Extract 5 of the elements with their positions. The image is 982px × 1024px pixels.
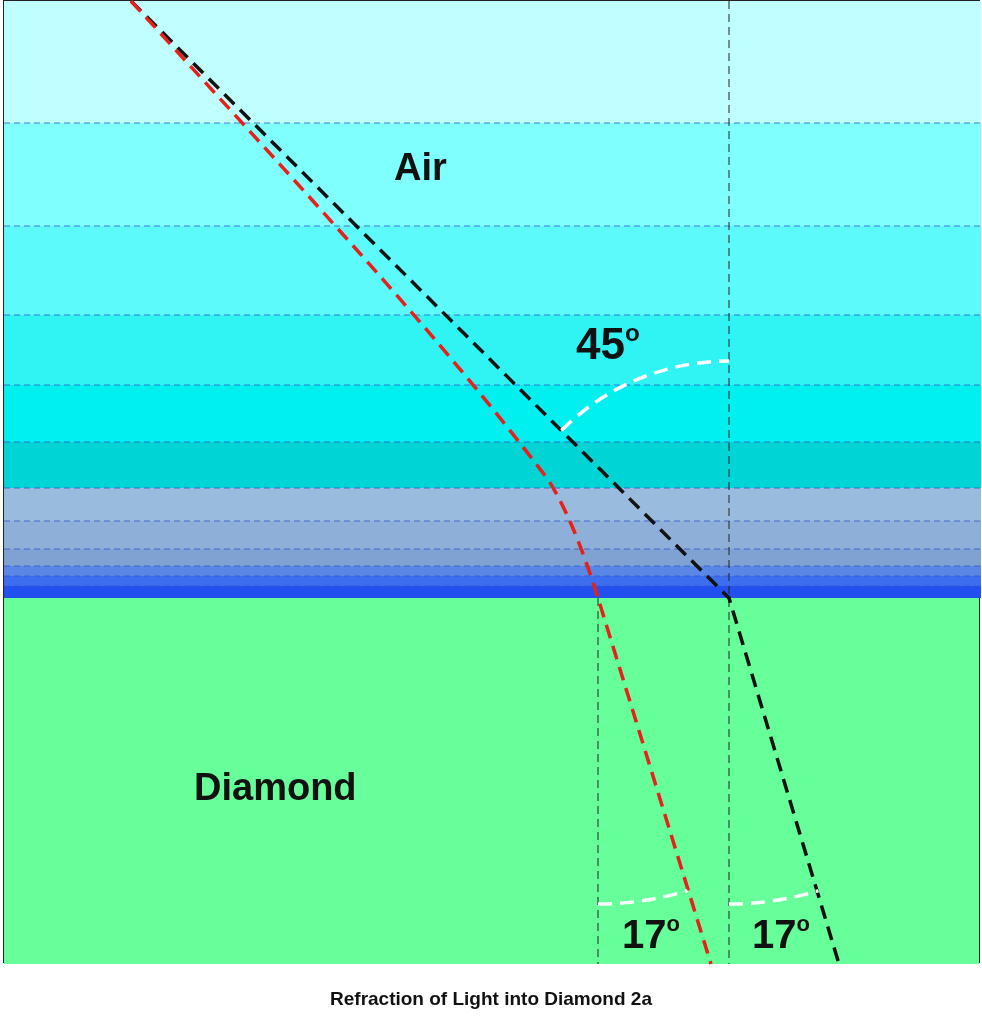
diamond-region — [4, 598, 979, 964]
angle-label: 17$^{o}$ — [622, 911, 680, 957]
caption: Refraction of Light into Diamond 2a — [329, 988, 653, 1010]
region-label: Diamond — [194, 766, 357, 809]
angle-label: 17$^{o}$ — [752, 911, 810, 957]
